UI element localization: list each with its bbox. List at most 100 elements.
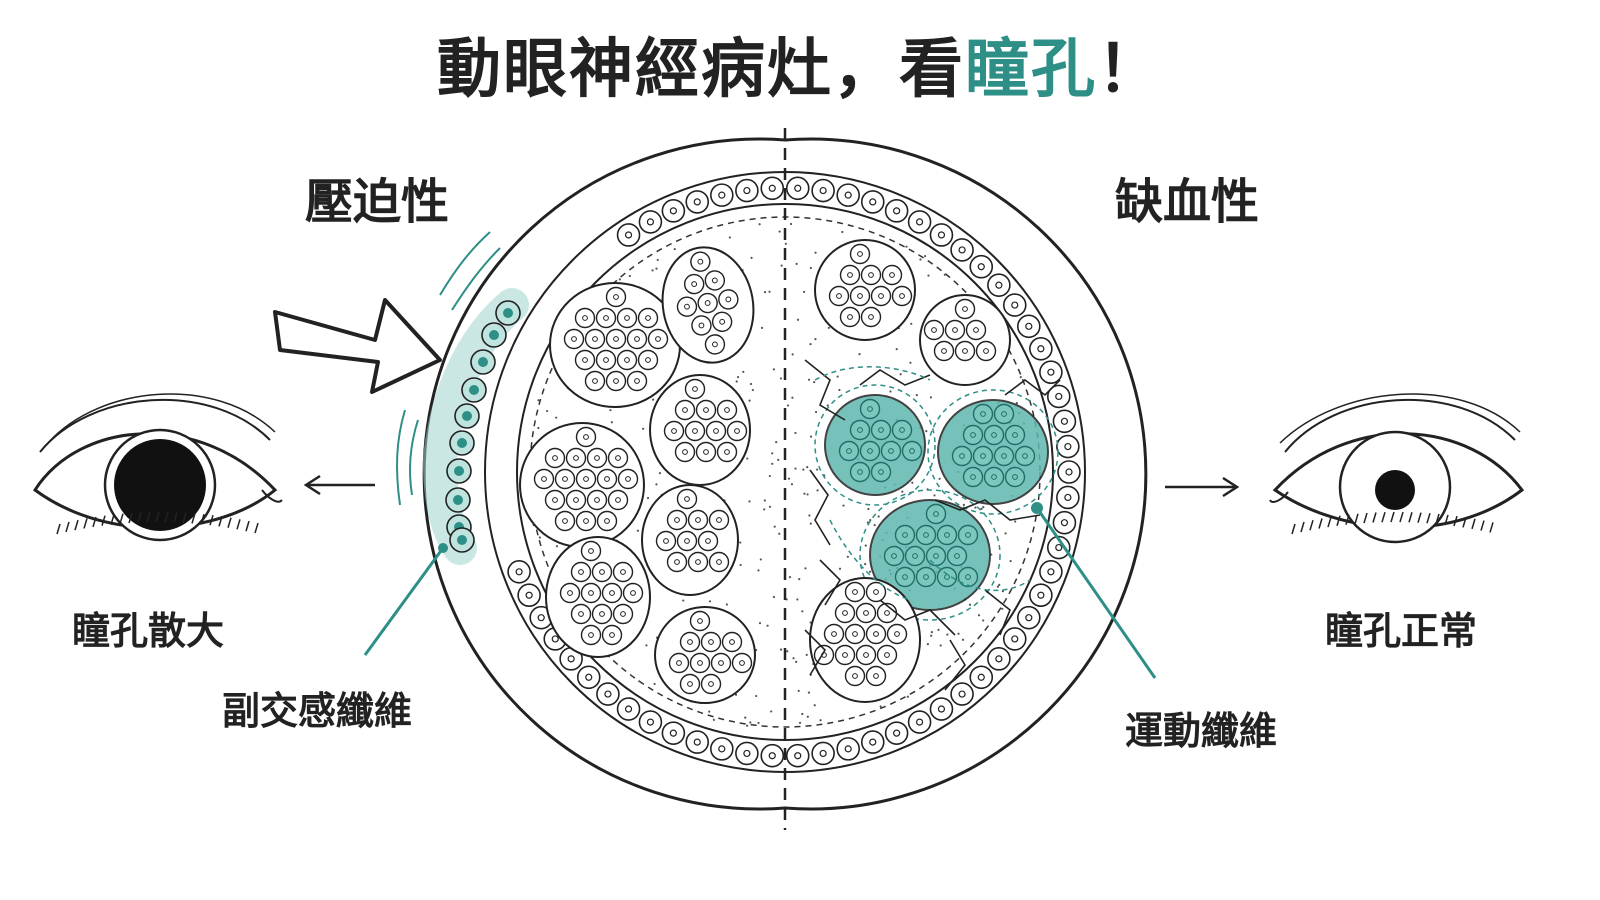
peripheral-fiber xyxy=(1056,485,1080,510)
stipple-dot xyxy=(796,318,800,321)
peripheral-fiber-ring xyxy=(507,176,1081,768)
axon xyxy=(607,489,629,511)
stipple-dot xyxy=(809,522,812,525)
axon-core xyxy=(729,639,735,645)
axon xyxy=(844,623,866,645)
fascicle xyxy=(814,239,916,341)
stipple-dot xyxy=(789,222,793,226)
eyelash xyxy=(1291,523,1296,535)
fascicle xyxy=(519,422,645,548)
fiber-axon xyxy=(794,752,802,760)
fiber-axon xyxy=(819,749,827,758)
axon-core xyxy=(954,553,960,559)
eyelash xyxy=(245,520,250,532)
motor-fiber-label: 運動纖維 xyxy=(1125,709,1278,753)
stipple-dot xyxy=(1019,376,1022,379)
stipple-dot xyxy=(864,562,867,566)
stipple-dot xyxy=(982,619,985,622)
eyelash xyxy=(1327,516,1332,528)
fiber-axon xyxy=(937,705,946,713)
fiber-axon xyxy=(1047,368,1055,376)
eyelash xyxy=(191,513,196,524)
stipple-dot xyxy=(946,633,949,636)
eyelash xyxy=(1300,521,1305,533)
capillary xyxy=(944,639,966,691)
stipple-dot xyxy=(869,570,872,573)
fiber-axon xyxy=(1011,635,1019,643)
capillary xyxy=(984,589,1011,636)
fiber-axon xyxy=(525,591,533,599)
stipple-dot xyxy=(816,489,819,492)
stipple-dot xyxy=(760,326,764,329)
fiber-axon xyxy=(844,191,852,199)
stipple-dot xyxy=(771,462,774,465)
axon xyxy=(915,566,937,588)
peripheral-fiber xyxy=(1002,627,1027,651)
peripheral-fiber xyxy=(661,721,686,745)
axon xyxy=(951,445,973,467)
axon xyxy=(591,561,613,583)
eyelash xyxy=(137,512,142,523)
eyelash xyxy=(65,521,70,533)
stipple-dot xyxy=(838,388,841,392)
fiber-axon xyxy=(1055,543,1063,552)
stipple-dot xyxy=(788,576,792,579)
axon xyxy=(844,581,866,603)
axon-core xyxy=(991,432,997,438)
axon xyxy=(972,445,994,467)
axon xyxy=(596,468,618,490)
fiber-axon xyxy=(1037,591,1045,599)
stipple-dot xyxy=(763,499,766,502)
stipple-dot xyxy=(926,643,929,646)
axon-core xyxy=(724,407,730,413)
axon-core xyxy=(888,448,894,454)
axon xyxy=(574,349,596,371)
peripheral-fiber xyxy=(811,178,835,203)
axon-core xyxy=(571,336,577,342)
axon-core xyxy=(630,590,636,596)
stipple-dot xyxy=(655,267,658,270)
peripheral-fiber xyxy=(1016,605,1041,630)
axon-core xyxy=(836,293,842,299)
axon-core xyxy=(980,411,986,417)
fiber-axon xyxy=(454,466,464,476)
axon-core xyxy=(852,589,858,595)
stipple-dot xyxy=(794,431,797,435)
stipple-dot xyxy=(751,388,754,392)
eyelash xyxy=(164,511,169,523)
axon-core xyxy=(933,511,939,517)
peripheral-fiber xyxy=(811,741,835,766)
stipple-dot xyxy=(537,426,540,430)
axon-core xyxy=(868,272,874,278)
stipple-dot xyxy=(805,653,808,656)
ischemic-heading: 缺血性 xyxy=(1115,174,1260,230)
peripheral-fiber xyxy=(638,710,663,734)
fiber-axon xyxy=(718,745,726,753)
stipple-dot xyxy=(873,523,876,527)
stipple-dot xyxy=(772,368,775,371)
axon-core xyxy=(582,357,588,363)
capillary xyxy=(879,599,956,636)
fiber-axon xyxy=(1047,568,1055,576)
axon xyxy=(975,340,997,362)
stipple-dot xyxy=(814,410,818,414)
stipple-dot xyxy=(656,258,659,262)
stipple-dot xyxy=(1014,520,1017,523)
axon xyxy=(855,602,877,624)
eyelash xyxy=(92,516,97,528)
axon-core xyxy=(711,277,718,284)
axon xyxy=(886,623,908,645)
stipple-dot xyxy=(938,477,941,480)
stipple-dot xyxy=(744,716,747,719)
axon-core xyxy=(682,407,688,413)
axon xyxy=(704,270,726,291)
fiber-axon xyxy=(646,218,655,226)
axon-core xyxy=(645,357,651,363)
motor-leader-dot xyxy=(1031,502,1043,514)
fiber-axon xyxy=(1064,493,1072,502)
axon xyxy=(1004,424,1026,446)
peripheral-fiber xyxy=(907,710,932,734)
fiber-axon xyxy=(453,495,463,505)
fiber-axon xyxy=(624,705,633,713)
axon-core xyxy=(846,448,852,454)
